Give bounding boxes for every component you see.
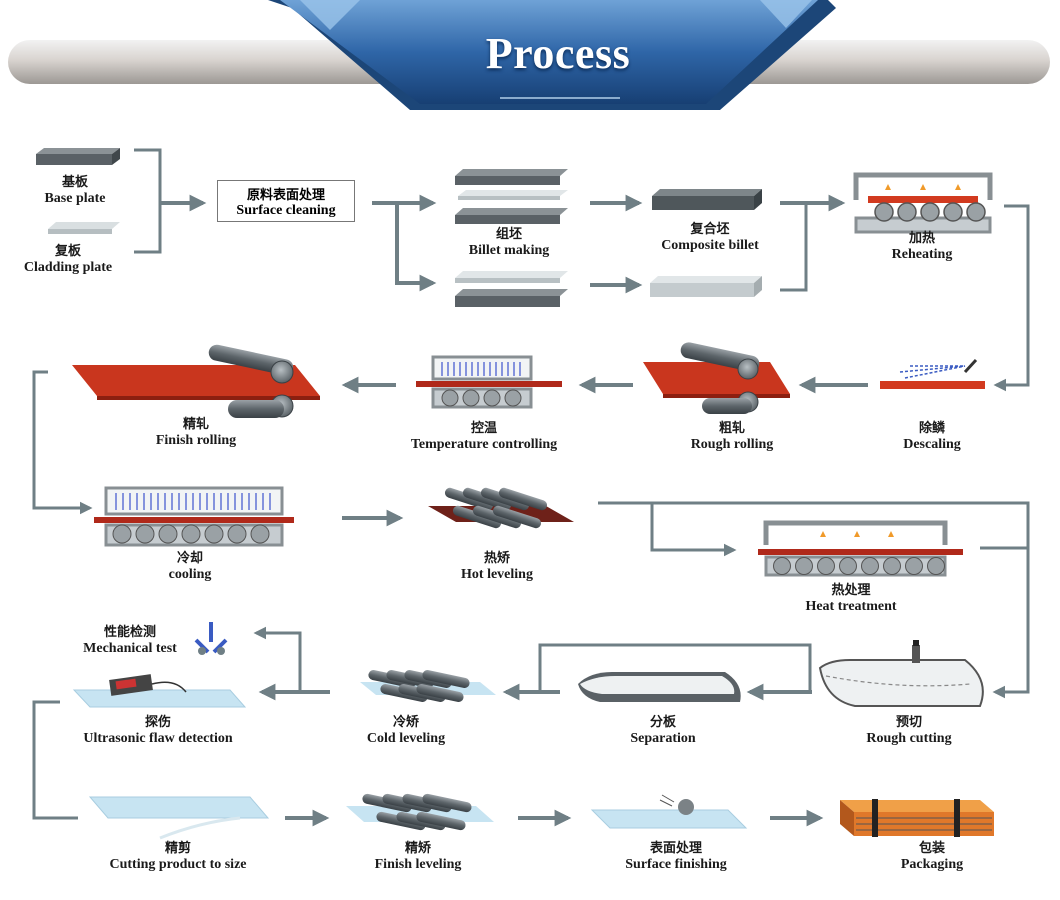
label-surface-finishing: 表面处理 Surface finishing	[625, 841, 727, 872]
label-cn: 性能检测	[103, 625, 157, 640]
packaging-icon	[840, 799, 994, 837]
label-temperature-controlling: 控温 Temperature controlling	[410, 421, 558, 452]
label-cn: 精剪	[164, 841, 191, 856]
label-en: Rough rolling	[690, 436, 774, 452]
label-en: Finish rolling	[155, 432, 237, 448]
label-cold-leveling: 冷矫 Cold leveling	[366, 715, 446, 746]
label-cooling: 冷却 cooling	[168, 551, 212, 582]
label-en: Packaging	[900, 856, 964, 872]
reheating-furnace-icon	[853, 172, 993, 234]
label-reheating: 加热 Reheating	[891, 231, 953, 262]
label-en: Surface finishing	[625, 856, 727, 872]
label-descaling: 除鳞 Descaling	[903, 421, 961, 452]
label-en: Descaling	[903, 436, 961, 452]
label-cn: 预切	[895, 715, 922, 730]
surface-cleaning-box: 原料表面处理 Surface cleaning	[217, 180, 355, 222]
label-cn: 组坯	[495, 227, 523, 242]
label-hot-leveling: 热矫 Hot leveling	[461, 551, 533, 582]
label-cutting-to-size: 精剪 Cutting product to size	[109, 841, 247, 872]
finish-rolling-icon	[72, 344, 320, 418]
label-en: Rough cutting	[866, 730, 952, 746]
label-rough-cutting: 预切 Rough cutting	[866, 715, 952, 746]
header-banner	[8, 0, 1050, 110]
cutting-to-size-icon	[88, 796, 270, 840]
label-separation: 分板 Separation	[630, 715, 696, 746]
base-plate-icon	[36, 148, 120, 165]
cooling-icon	[94, 486, 294, 547]
hot-leveling-icon	[428, 487, 574, 529]
label-cn: 粗轧	[718, 421, 746, 436]
billet-stack-icon	[455, 169, 568, 224]
descaling-icon	[880, 358, 985, 389]
label-en: Separation	[630, 730, 696, 746]
label-cn: 分板	[649, 715, 676, 730]
finish-leveling-icon	[346, 793, 494, 831]
label-en: Composite billet	[661, 237, 759, 253]
label-cn: 复板	[54, 244, 81, 259]
label-cn: 精轧	[182, 417, 209, 432]
label-cn: 表面处理	[649, 841, 703, 856]
billet-stack-2-icon	[455, 271, 568, 307]
label-billet-making: 组坯 Billet making	[468, 227, 550, 258]
rough-rolling-icon	[643, 342, 790, 414]
label-en: Surface cleaning	[236, 203, 336, 218]
label-en: Hot leveling	[461, 566, 533, 582]
cold-leveling-icon	[360, 670, 496, 702]
label-en: Cold leveling	[366, 730, 446, 746]
label-en: Temperature controlling	[410, 436, 558, 452]
label-en: Cutting product to size	[109, 856, 247, 872]
label-cn: 控温	[470, 421, 497, 436]
label-cn: 复合坯	[690, 222, 730, 237]
label-en: Base plate	[44, 190, 106, 206]
composite-billet-2-icon	[650, 276, 762, 297]
mechanical-test-icon	[194, 622, 228, 655]
label-cn: 原料表面处理	[246, 188, 325, 203]
label-cn: 热处理	[831, 583, 871, 598]
label-cn: 包装	[918, 841, 946, 856]
label-cn: 加热	[908, 231, 936, 246]
label-cn: 除鳞	[918, 421, 945, 436]
label-cladding-plate: 复板 Cladding plate	[23, 244, 113, 275]
temperature-control-icon	[416, 355, 562, 409]
cladding-plate-icon	[48, 222, 120, 234]
rough-cutting-icon	[818, 640, 984, 707]
label-cn: 冷却	[176, 551, 203, 566]
label-packaging: 包装 Packaging	[900, 841, 964, 872]
surface-finishing-icon	[590, 794, 748, 829]
label-en: Heat treatment	[805, 598, 897, 614]
label-finish-rolling: 精轧 Finish rolling	[155, 417, 237, 448]
label-cn: 精矫	[404, 841, 432, 856]
label-cn: 热矫	[483, 551, 510, 566]
label-composite-billet: 复合坯 Composite billet	[661, 222, 759, 253]
label-en: Billet making	[468, 242, 550, 258]
label-rough-rolling: 粗轧 Rough rolling	[690, 421, 774, 452]
label-base-plate: 基板 Base plate	[44, 175, 106, 206]
label-cn: 冷矫	[392, 715, 420, 730]
label-mechanical-test: 性能检测 Mechanical test	[83, 625, 177, 656]
label-finish-leveling: 精矫 Finish leveling	[374, 841, 462, 872]
label-ultrasonic: 探伤 Ultrasonic flaw detection	[83, 715, 233, 746]
composite-billet-icon	[652, 189, 762, 210]
label-heat-treatment: 热处理 Heat treatment	[805, 583, 897, 614]
label-en: Finish leveling	[374, 856, 462, 872]
ultrasonic-icon	[72, 674, 247, 708]
label-en: cooling	[168, 566, 212, 582]
page-title: Process	[485, 29, 631, 78]
label-en: Ultrasonic flaw detection	[83, 730, 233, 746]
label-cn: 基板	[61, 175, 88, 190]
label-en: Mechanical test	[83, 640, 177, 656]
heat-treatment-furnace-icon	[758, 520, 963, 577]
label-cn: 探伤	[144, 715, 171, 730]
label-en: Cladding plate	[23, 259, 113, 275]
label-en: Reheating	[891, 246, 953, 262]
separation-icon	[578, 672, 741, 702]
